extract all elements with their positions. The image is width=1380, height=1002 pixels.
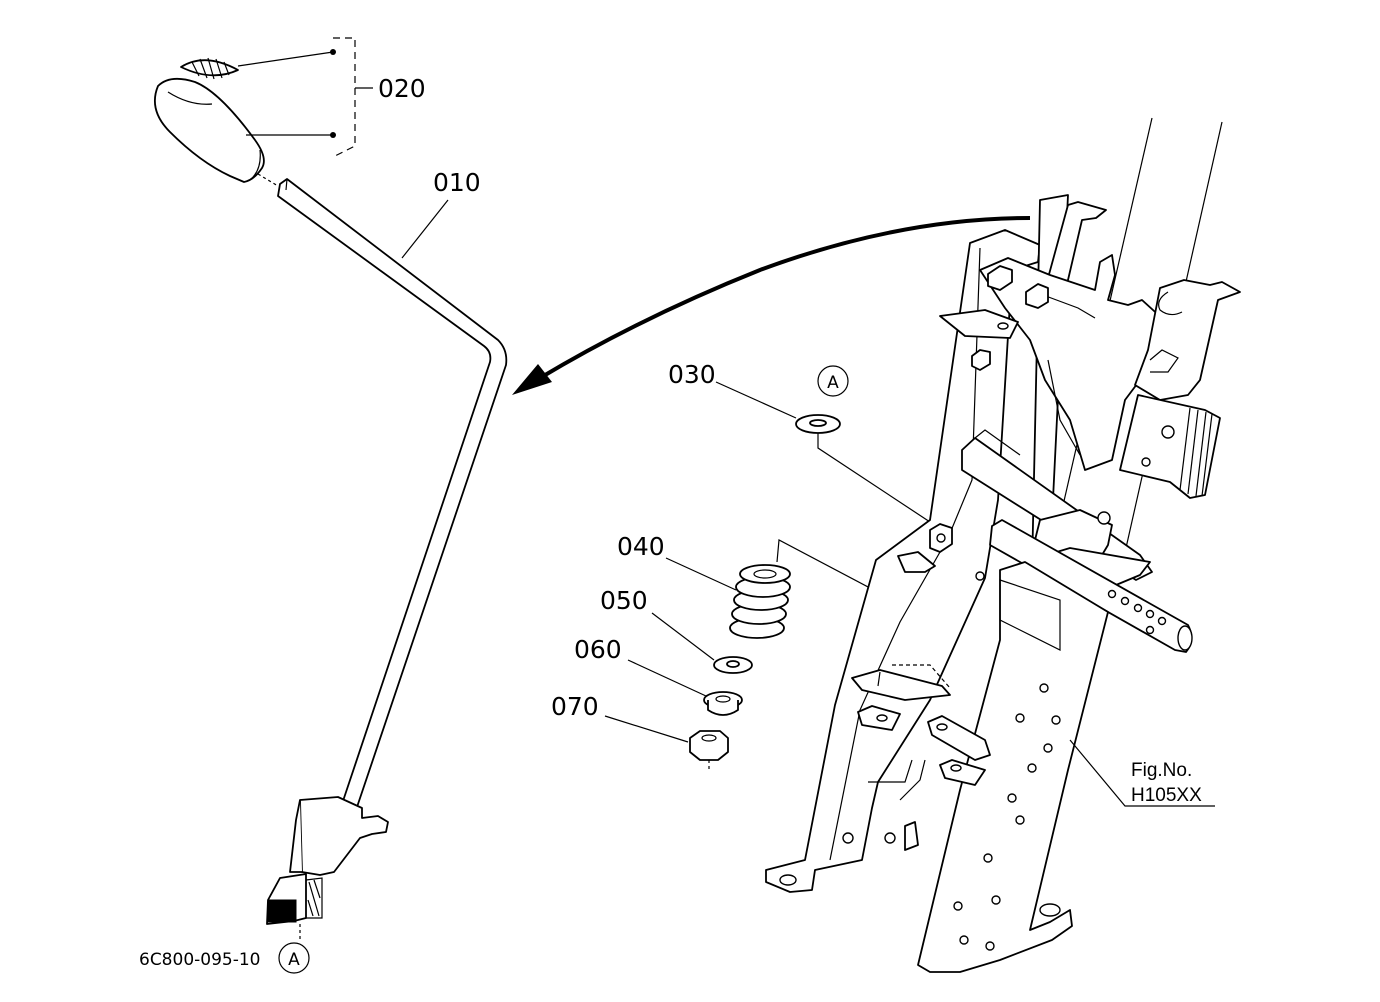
label-060: 060 [574,635,622,664]
reference-a-top: A [817,365,849,397]
fig-no-label: Fig.No. [1131,760,1192,781]
label-070: 070 [551,692,599,721]
part-030-washer [715,381,931,523]
knob-assembly [154,37,373,183]
drawing-code: 6C800-095-10 [139,950,260,970]
label-050: 050 [600,586,648,615]
part-040-spring [665,539,909,639]
label-040: 040 [617,532,665,561]
part-070-nut [604,715,729,772]
part-050-washer [651,612,753,674]
lever-rod [257,173,508,942]
pedal-frame [765,117,1241,973]
label-030: 030 [668,360,716,389]
label-020: 020 [378,74,426,103]
direction-arrow [512,216,1031,395]
reference-a-bottom: A [278,942,310,974]
part-060-flange-nut [627,659,743,716]
reference-a-top-text: A [827,373,839,393]
reference-a-bottom-text: A [288,950,300,970]
fig-no-value: H105XX [1131,785,1202,806]
label-010: 010 [433,168,481,197]
